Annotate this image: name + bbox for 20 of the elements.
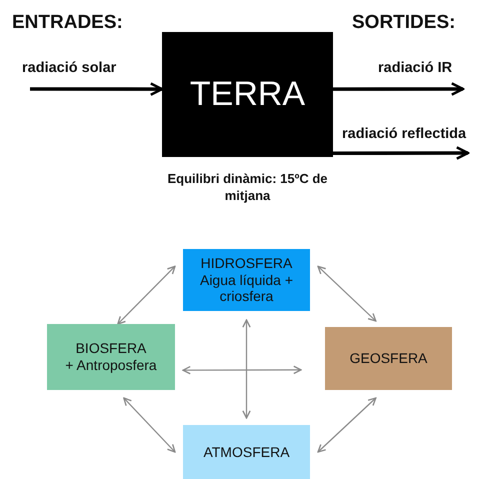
box-label: TERRA bbox=[190, 74, 306, 115]
arrow bbox=[317, 266, 376, 322]
box-caption: Equilibri dinàmic: 15ºC de mitjana bbox=[166, 171, 329, 205]
box-label: Aigua líquida + criosfera bbox=[198, 272, 294, 306]
box-label: GEOSFERA bbox=[350, 350, 428, 367]
arrow bbox=[182, 366, 302, 374]
arrow bbox=[123, 397, 176, 453]
box-label: ATMOSFERA bbox=[203, 444, 290, 460]
box-label: BIOSFERA bbox=[76, 340, 146, 357]
box-label: HIDROSFERA bbox=[200, 254, 292, 272]
system-box bbox=[162, 32, 333, 157]
arrow bbox=[242, 319, 251, 419]
box-label: + Antroposfera bbox=[65, 357, 157, 374]
arrow bbox=[333, 146, 470, 160]
section-heading: SORTIDES: bbox=[352, 12, 456, 34]
arrow bbox=[317, 397, 376, 453]
arrow bbox=[30, 82, 164, 96]
arrow bbox=[117, 266, 176, 325]
section-heading: ENTRADES: bbox=[12, 12, 123, 34]
arrow bbox=[333, 82, 464, 96]
